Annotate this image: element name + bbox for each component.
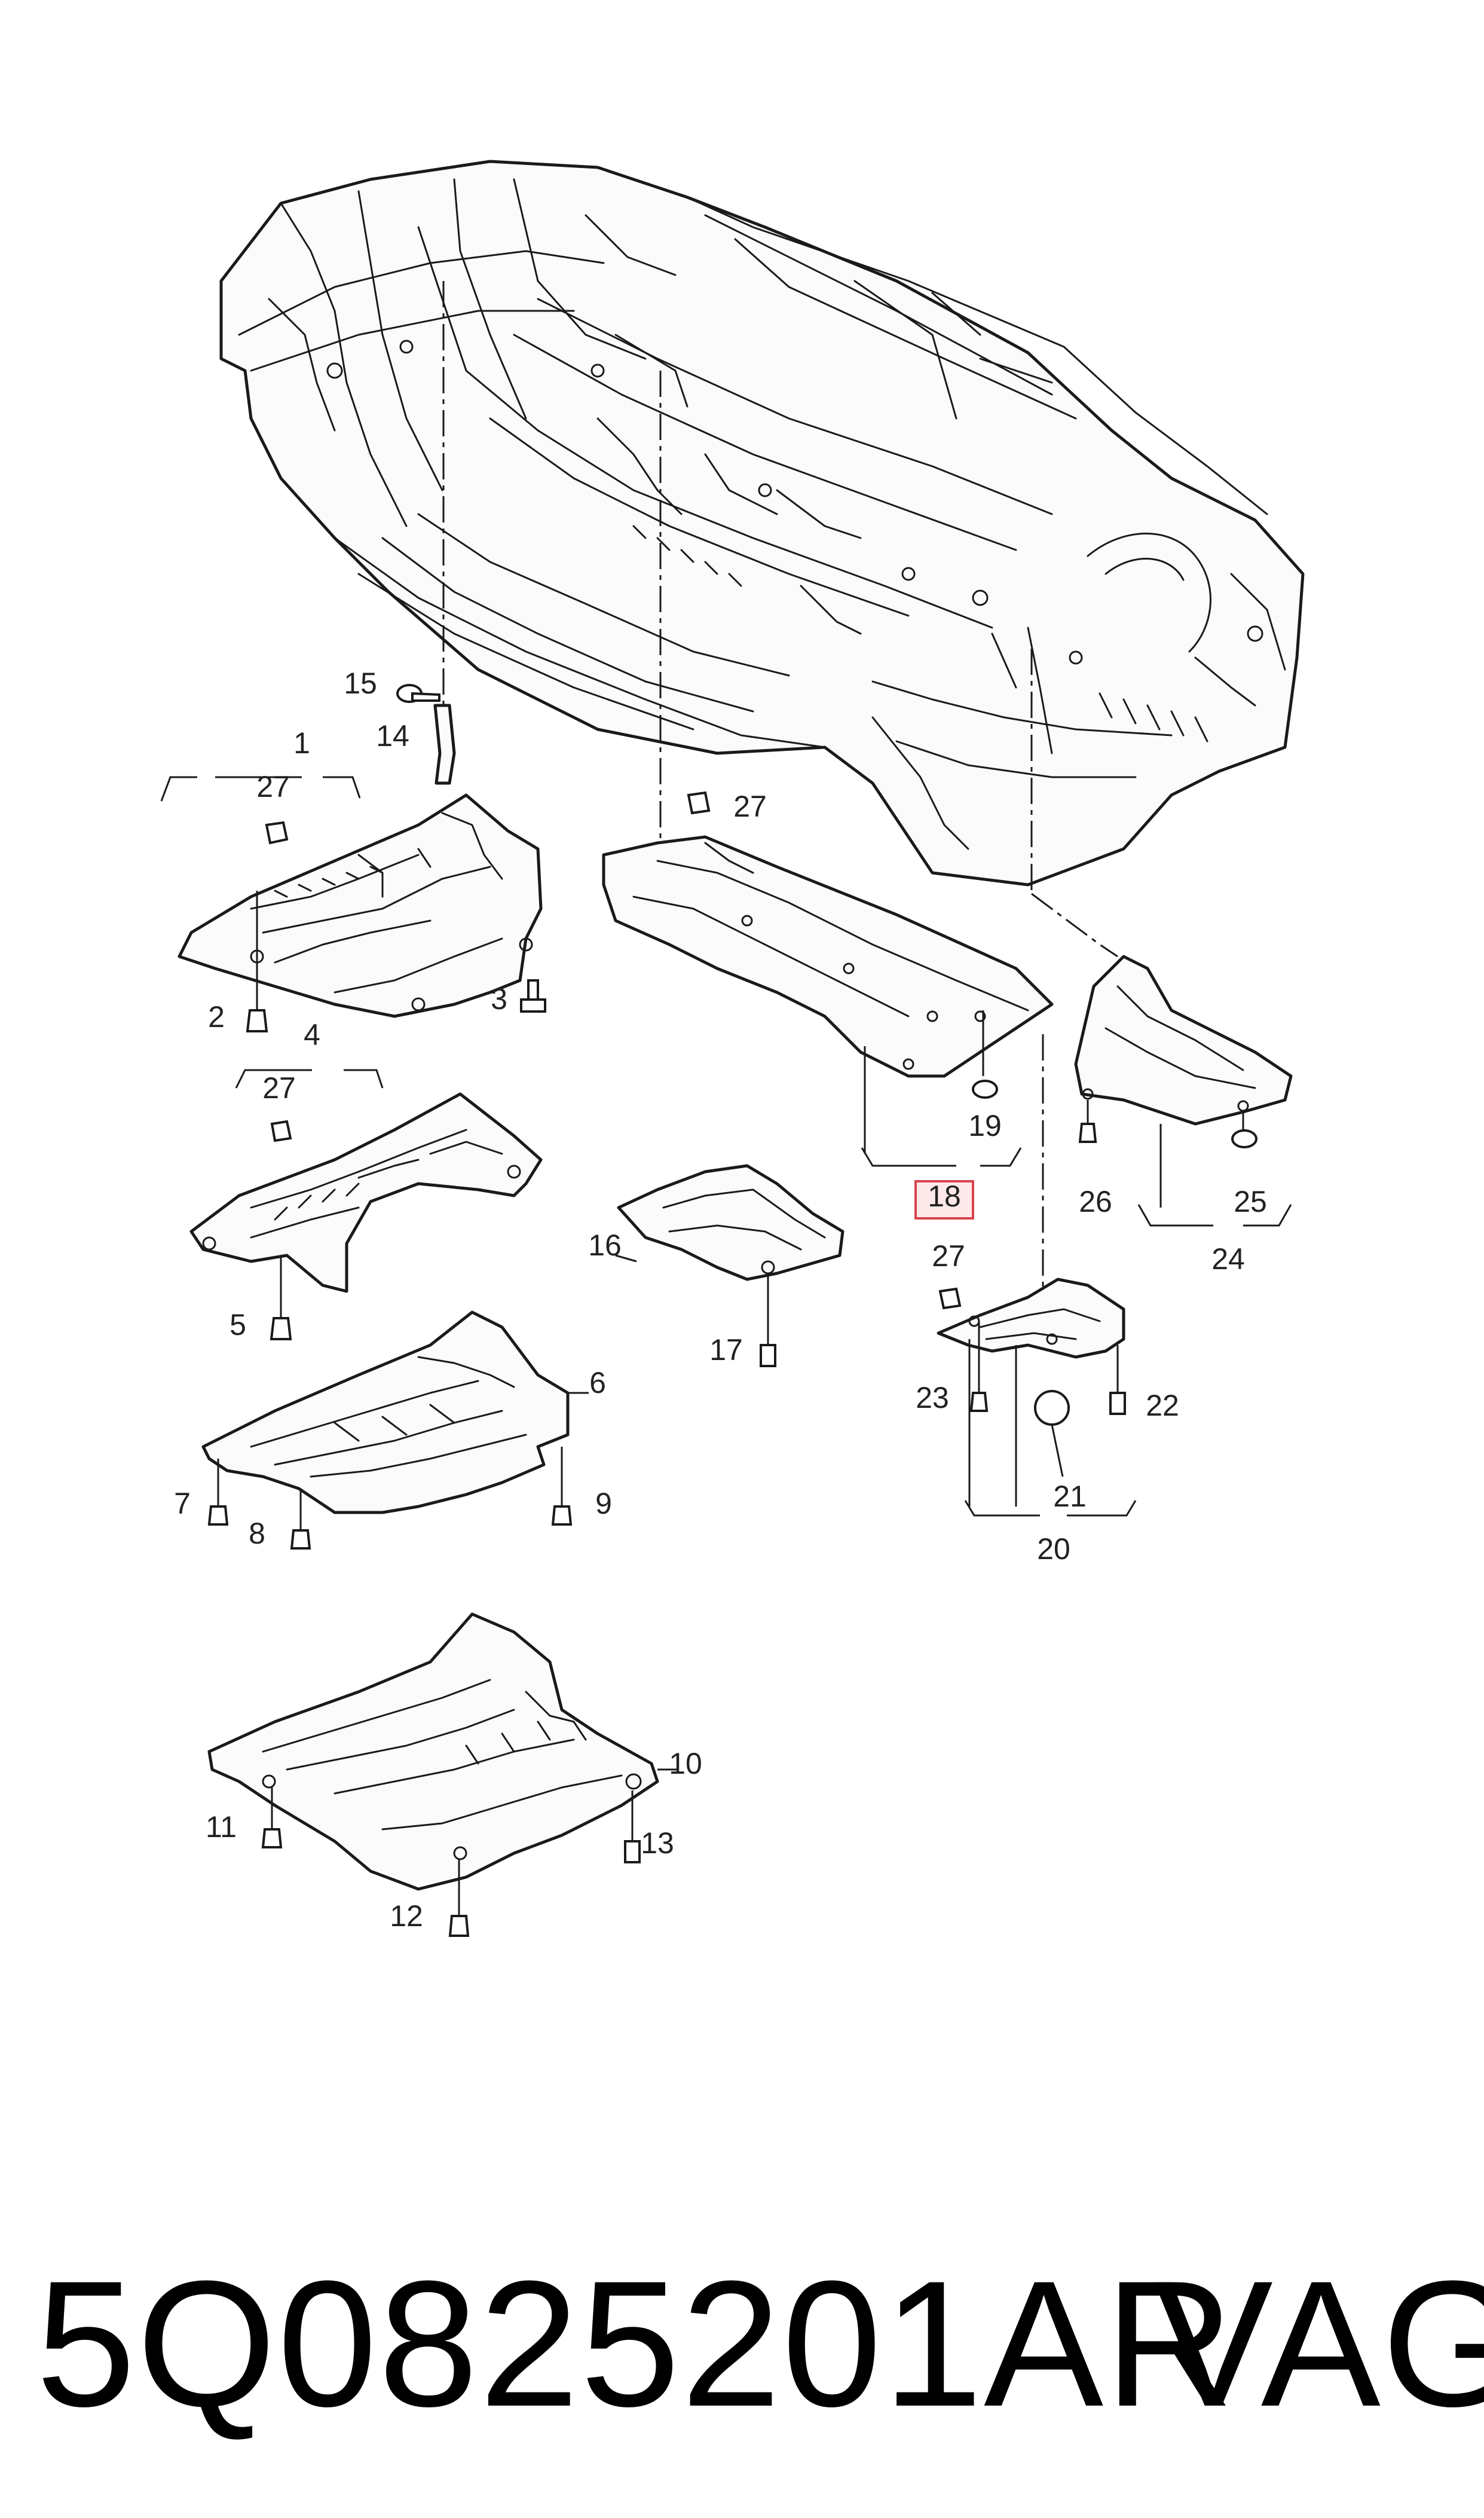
part-14-bracket[interactable] xyxy=(433,704,456,785)
part-3-bolt[interactable] xyxy=(520,979,546,1013)
part-12-bolt[interactable] xyxy=(448,1859,470,1937)
brand: VAG xyxy=(1153,2243,1484,2444)
callout-17[interactable]: 17 xyxy=(709,1333,743,1367)
callout-27[interactable]: 27 xyxy=(932,1239,965,1273)
callout-13[interactable]: 13 xyxy=(641,1826,674,1860)
callout-18[interactable]: 18 xyxy=(928,1179,961,1213)
part-19-clip[interactable] xyxy=(972,1010,998,1099)
part-6-engine-undertray[interactable] xyxy=(201,1310,589,1514)
part-5-bolt[interactable] xyxy=(270,1255,292,1340)
callout-27[interactable]: 27 xyxy=(262,1071,296,1105)
part-21-grommet[interactable] xyxy=(1034,1390,1070,1477)
part-23-bolt[interactable] xyxy=(969,1321,989,1412)
part-25-clip[interactable] xyxy=(1231,1112,1257,1148)
callout-21[interactable]: 21 xyxy=(1053,1480,1087,1513)
callout-19[interactable]: 19 xyxy=(968,1109,1002,1142)
part-15-bolt[interactable] xyxy=(396,684,440,703)
callout-12[interactable]: 12 xyxy=(390,1899,423,1933)
part-16-side-panel[interactable] xyxy=(615,1164,844,1281)
assembly-lines xyxy=(442,281,1118,1294)
callout-1[interactable]: 1 xyxy=(293,726,310,760)
callout-6[interactable]: 6 xyxy=(589,1366,606,1399)
car-body-underside xyxy=(219,160,1305,887)
part-22-clip[interactable] xyxy=(1109,1345,1126,1415)
part-20-rear-side-panel[interactable] xyxy=(937,1278,1137,1517)
callout-22[interactable]: 22 xyxy=(1146,1389,1179,1422)
callout-15[interactable]: 15 xyxy=(344,667,377,700)
callout-2[interactable]: 2 xyxy=(208,1000,225,1034)
part-10-engine-undertray-full[interactable] xyxy=(207,1612,678,1891)
callout-3[interactable]: 3 xyxy=(491,982,507,1016)
callout-8[interactable]: 8 xyxy=(249,1517,265,1550)
callout-26[interactable]: 26 xyxy=(1079,1185,1112,1218)
callout-23[interactable]: 23 xyxy=(916,1381,949,1414)
callout-4[interactable]: 4 xyxy=(304,1018,320,1052)
callout-20[interactable]: 20 xyxy=(1037,1532,1070,1566)
part-9-bolt[interactable] xyxy=(551,1447,573,1526)
part-17-clip[interactable] xyxy=(760,1273,776,1367)
part-27-clip-c[interactable] xyxy=(687,791,711,815)
highlight-box xyxy=(914,1180,974,1220)
footer: 5Q0825201AR VAG xyxy=(0,2236,1484,2451)
part-13-clip[interactable] xyxy=(624,1790,641,1863)
part-27-clip-a[interactable] xyxy=(265,821,289,845)
callout-16[interactable]: 16 xyxy=(588,1229,622,1262)
callout-27[interactable]: 27 xyxy=(733,790,767,823)
callout-7[interactable]: 7 xyxy=(174,1487,191,1520)
callout-24[interactable]: 24 xyxy=(1211,1242,1245,1276)
part-7-bolt[interactable] xyxy=(207,1459,229,1526)
part-4-front-cross-panel[interactable] xyxy=(189,1069,543,1293)
part-number: 5Q0825201AR xyxy=(36,2243,1235,2444)
callout-25[interactable]: 25 xyxy=(1234,1185,1267,1218)
part-26-bolt[interactable] xyxy=(1078,1100,1097,1143)
part-24-rear-wheel-arch-panel[interactable] xyxy=(1074,955,1293,1227)
callout-14[interactable]: 14 xyxy=(376,719,409,753)
part-18-center-underbody-panel[interactable] xyxy=(602,835,1054,1167)
part-8-bolt[interactable] xyxy=(290,1489,311,1550)
callout-11[interactable]: 11 xyxy=(206,1810,237,1844)
part-27-clip-b[interactable] xyxy=(270,1120,292,1142)
callout-5[interactable]: 5 xyxy=(230,1308,246,1341)
part-2-bolt[interactable] xyxy=(246,891,268,1032)
callout-9[interactable]: 9 xyxy=(595,1487,612,1520)
callout-10[interactable]: 10 xyxy=(669,1747,702,1780)
callout-labels: 1234567891011121314151617181920212223242… xyxy=(174,667,1267,1933)
parts-diagram: 1234567891011121314151617181920212223242… xyxy=(160,160,1305,1937)
part-11-bolt[interactable] xyxy=(261,1787,283,1848)
callout-27[interactable]: 27 xyxy=(256,770,290,803)
part-27-clip-d[interactable] xyxy=(938,1287,962,1310)
part-1-front-underbody-panel[interactable] xyxy=(160,776,543,1018)
